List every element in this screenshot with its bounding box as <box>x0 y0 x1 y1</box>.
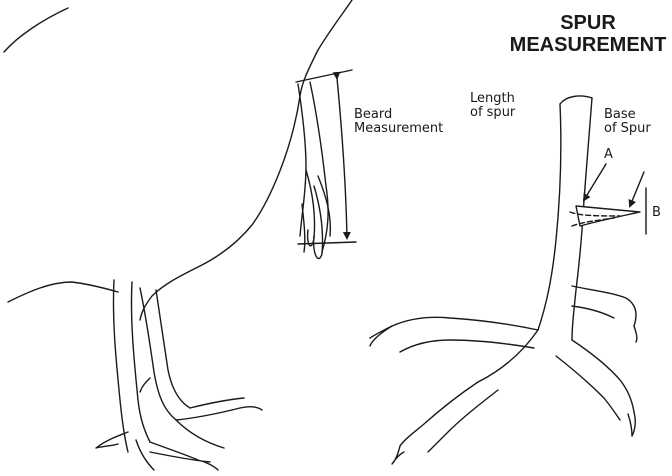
beard-right-edge <box>310 82 328 252</box>
length-label-line-1: Length <box>470 92 515 106</box>
length-of-spur-label: Length of spur <box>470 92 515 120</box>
beard-measurement-label: Beard Measurement <box>354 108 443 136</box>
point-b-label: B <box>652 206 661 220</box>
front-leg-inner <box>156 290 190 408</box>
back-claw <box>634 326 637 342</box>
turkey-back-curve <box>4 8 68 52</box>
beard-strand-1 <box>306 170 315 246</box>
title-line-1: SPUR <box>504 12 672 34</box>
middle-claw <box>392 446 404 464</box>
turkey-body-outline <box>4 0 352 320</box>
arrow-a <box>584 164 606 200</box>
back-toe <box>572 286 636 326</box>
front-foot-toes <box>140 378 262 448</box>
right-claw <box>628 412 635 436</box>
back-leg-outline <box>113 280 128 452</box>
shank-top-cut <box>560 96 592 104</box>
turkey-beard <box>298 82 330 259</box>
turkey-breast-outline <box>140 0 352 320</box>
left-toe <box>370 317 538 352</box>
middle-toe <box>400 382 498 452</box>
point-a-label: A <box>604 148 613 162</box>
back-leg-inner <box>131 282 150 442</box>
left-claw <box>370 326 392 338</box>
spur-leg-drawing <box>370 96 640 464</box>
beard-strand-3 <box>302 204 305 252</box>
arrow-b <box>630 172 644 206</box>
beard-top-tick <box>296 70 352 82</box>
base-label-line-2: of Spur <box>604 122 651 136</box>
turkey-legs <box>96 280 262 470</box>
turkey-belly-outline <box>8 282 118 302</box>
spur <box>576 206 640 226</box>
beard-bottom-tick <box>298 242 356 244</box>
shank-left-edge <box>478 104 561 382</box>
beard-label-line-2: Measurement <box>354 122 443 136</box>
beard-label-line-1: Beard <box>354 108 443 122</box>
beard-measurement-arrow <box>337 78 347 238</box>
title-line-2: MEASUREMENT <box>504 34 672 56</box>
length-label-line-2: of spur <box>470 106 515 120</box>
beard-left-edge <box>298 84 306 236</box>
base-label-line-1: Base <box>604 108 651 122</box>
base-of-spur-label: Base of Spur <box>604 108 651 136</box>
spur-measurement-title: SPUR MEASUREMENT <box>504 12 672 56</box>
right-toe <box>556 340 634 420</box>
